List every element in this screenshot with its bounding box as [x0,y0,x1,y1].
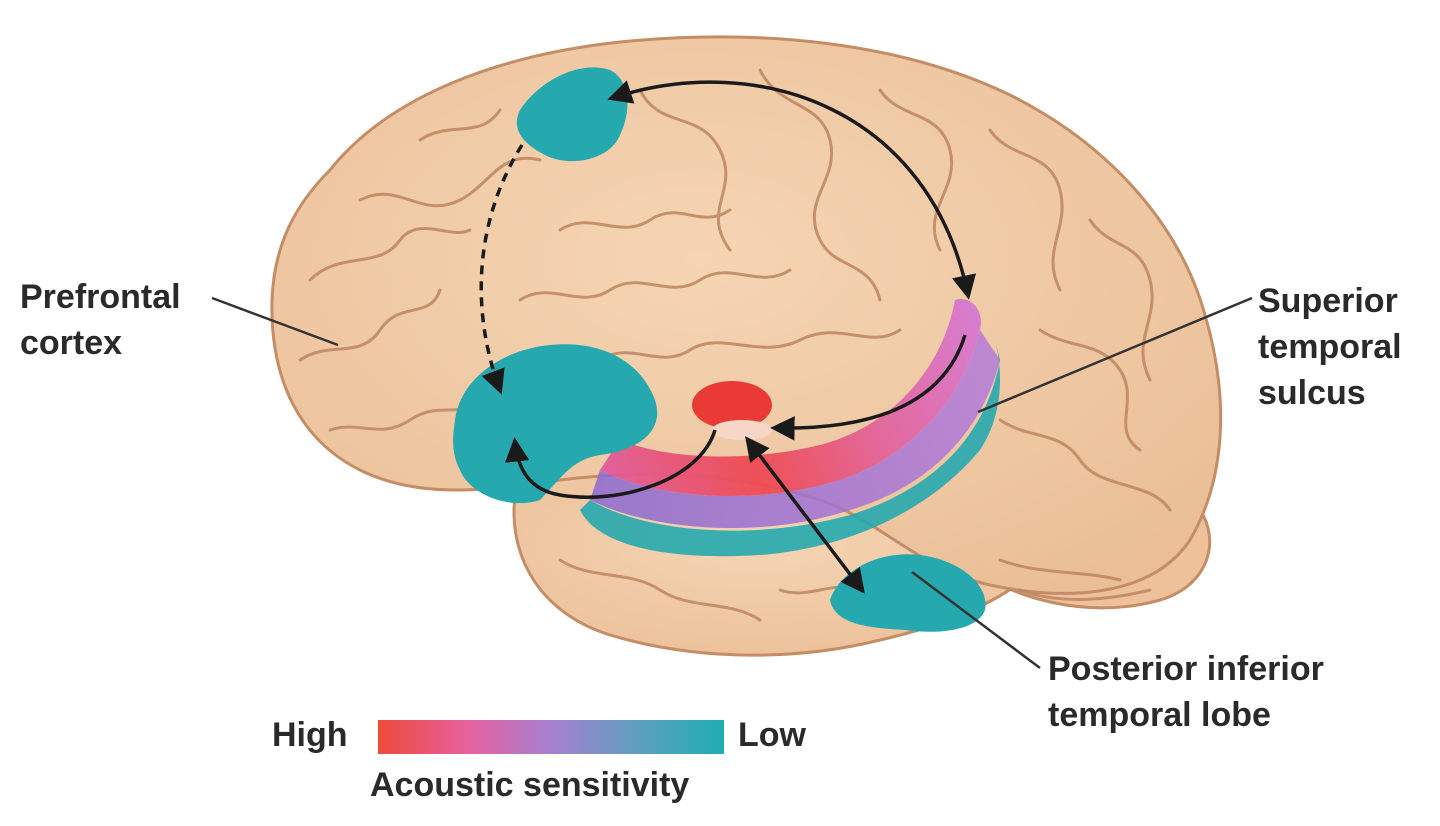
arrow-frontal-to-sts [607,80,977,300]
arrow-sts-to-core [770,334,967,441]
leader-prefrontal [211,296,339,347]
legend-high-label: High [272,716,348,754]
auditory-core-region [692,381,772,429]
superior-temporal-sulcus-label: Superior temporal sulcus [1258,278,1402,416]
leader-lines [211,296,1253,669]
sts-label-line1: Superior [1258,282,1398,320]
sts-band-lower [590,330,1000,529]
legend-low-label: Low [738,716,806,754]
sts-band [600,299,981,497]
leader-sts [977,296,1253,414]
sts-teal-halo [580,340,1000,557]
legend-gradient-bar [378,720,724,754]
sts-label-line3: sulcus [1258,374,1366,412]
arrow-core-to-pitl [745,436,865,594]
sts-label-line2: temporal [1258,328,1402,366]
prefrontal-label-line1: Prefrontal [20,278,181,316]
posterior-inferior-temporal-lobe-label: Posterior inferior temporal lobe [1048,646,1324,738]
arrow-dashed-frontal [479,144,524,395]
pitl-label-line2: temporal lobe [1048,696,1271,734]
leader-pitl [911,571,1041,669]
auditory-core-highlight [712,420,772,440]
arrow-core-to-ifg [504,429,717,499]
prefrontal-cortex-label: Prefrontal cortex [20,274,181,366]
pitl-label-line1: Posterior inferior [1048,650,1324,688]
posterior-inferior-temporal-region [830,554,986,632]
legend-title: Acoustic sensitivity [370,766,690,804]
connection-arrows [479,80,977,594]
prefrontal-label-line2: cortex [20,324,123,362]
dorsal-frontal-region [516,67,628,162]
